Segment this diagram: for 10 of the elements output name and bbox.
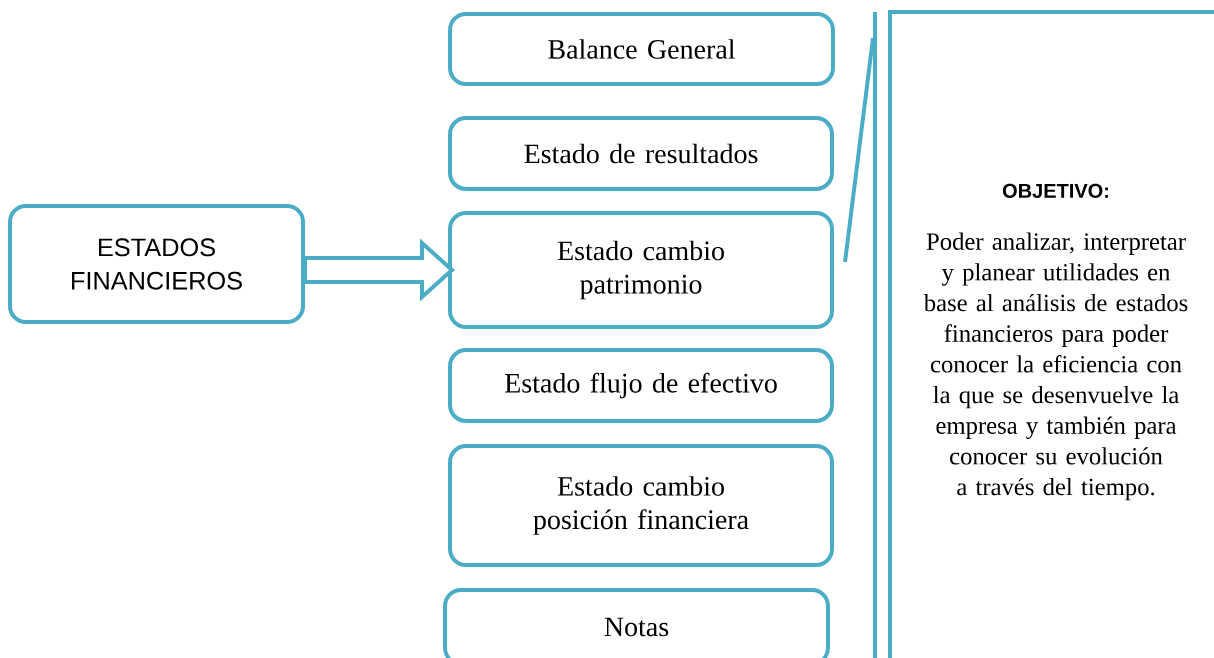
statement-box: Balance General bbox=[448, 12, 835, 86]
objective-box: OBJETIVO: Poder analizar, interpretar y planear utilidades en base al análisis de estados financieros para poder conocer la eficiencia con la que se desenvuelve la empresa y también para conocer su evolución a través del tiempo. bbox=[888, 10, 1214, 658]
block-arrow bbox=[303, 238, 455, 302]
statement-box: Notas bbox=[443, 588, 830, 658]
statement-box: Estado flujo de efectivo bbox=[448, 348, 834, 423]
leader-line bbox=[843, 37, 875, 263]
statement-box: Estado cambio posición financiera bbox=[448, 444, 834, 567]
statement-box: Estado cambio patrimonio bbox=[448, 211, 834, 329]
title-box: ESTADOS FINANCIEROS bbox=[7, 204, 306, 324]
statement-box: Estado de resultados bbox=[448, 116, 834, 191]
